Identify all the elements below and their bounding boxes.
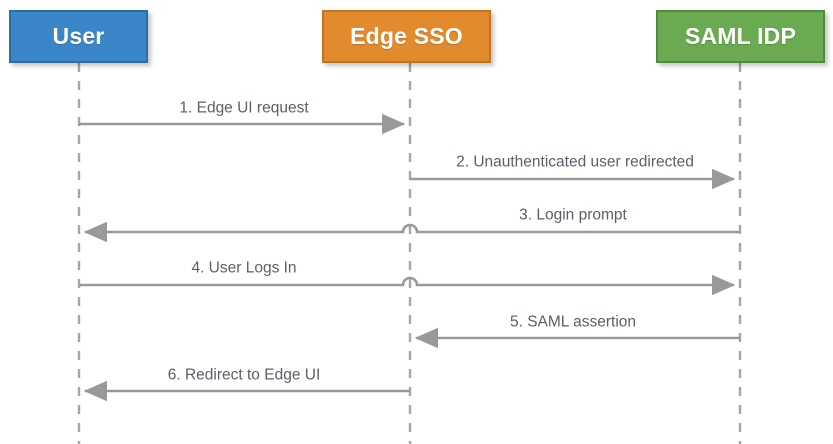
actor-label-user: User [52,23,105,49]
message-label-6: 6. Redirect to Edge UI [167,366,321,384]
actor-box-saml-idp[interactable]: SAML IDP [656,10,825,63]
message-label-4: 4. User Logs In [191,259,297,277]
message-label-5: 5. SAML assertion [509,313,637,331]
actor-box-edge-sso[interactable]: Edge SSO [322,10,491,63]
message-arrow-3 [83,221,740,243]
messages-group [79,113,740,402]
lifelines-group [77,63,742,444]
actor-label-saml-idp: SAML IDP [684,23,797,49]
message-label-3: 3. Login prompt [519,206,627,224]
message-label-2: 2. Unauthenticated user redirected [456,153,694,171]
actor-label-edge-sso: Edge SSO [350,23,463,49]
message-label-1: 1. Edge UI request [179,99,309,117]
actor-box-user[interactable]: User [9,10,148,63]
message-arrow-4 [79,274,736,296]
